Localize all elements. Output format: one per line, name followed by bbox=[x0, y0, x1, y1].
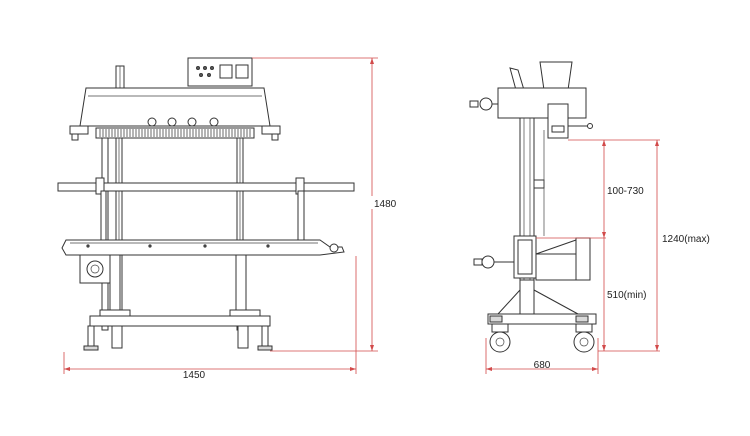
min-height-label: 510(min) bbox=[607, 290, 646, 301]
bracket-right bbox=[261, 125, 281, 135]
temperature-knob bbox=[187, 117, 197, 127]
tilt-arm bbox=[509, 67, 525, 91]
conveyor-belt bbox=[61, 239, 345, 256]
side-head bbox=[497, 87, 587, 119]
foot-pad-left bbox=[83, 345, 99, 351]
front-view bbox=[57, 57, 355, 351]
front-height-label: 1480 bbox=[374, 199, 397, 210]
motor-end-cap bbox=[575, 237, 591, 281]
handwheel-bottom bbox=[481, 255, 495, 269]
control-knob bbox=[206, 73, 211, 78]
hopper bbox=[539, 61, 573, 91]
control-knob bbox=[198, 73, 203, 78]
foot-pad-right bbox=[257, 345, 273, 351]
conveyor-support bbox=[297, 190, 305, 244]
rail-clamp-left bbox=[95, 177, 105, 195]
side-base bbox=[487, 313, 597, 325]
temperature-knob bbox=[147, 117, 157, 127]
side-dimensions bbox=[485, 139, 716, 374]
side-bracket-plate bbox=[551, 125, 565, 133]
caster-right bbox=[237, 325, 249, 349]
cooling-fins bbox=[99, 129, 251, 137]
temperature-knob bbox=[167, 117, 177, 127]
display-window-left bbox=[219, 64, 233, 79]
side-width-label: 680 bbox=[534, 360, 551, 371]
base-frame bbox=[89, 315, 271, 327]
side-bracket bbox=[547, 103, 569, 139]
bracket-foot-left bbox=[71, 133, 79, 141]
lower-column-left bbox=[109, 254, 121, 316]
display-window-right bbox=[235, 64, 249, 79]
handwheel-handle bbox=[469, 100, 479, 108]
bracket-foot-right bbox=[271, 133, 279, 141]
lower-column-right bbox=[235, 254, 247, 316]
conveyor-support bbox=[100, 190, 107, 244]
leveling-foot-right bbox=[261, 325, 269, 347]
caster-left bbox=[111, 325, 123, 349]
side-view bbox=[469, 61, 597, 353]
front-dimensions bbox=[63, 57, 399, 374]
caster-wheel-left bbox=[489, 331, 511, 353]
motor-cover bbox=[86, 260, 104, 278]
adjust-range-label: 100-730 bbox=[607, 186, 644, 197]
conveyor-roller bbox=[329, 243, 339, 253]
control-knob bbox=[202, 66, 207, 71]
temperature-knob bbox=[209, 117, 219, 127]
side-lower-column bbox=[519, 279, 535, 315]
control-knob bbox=[209, 66, 214, 71]
guide-rail bbox=[57, 182, 355, 192]
bracket-left bbox=[69, 125, 89, 135]
leveling-foot-left bbox=[87, 325, 95, 347]
base-block-left bbox=[99, 309, 131, 317]
base-block-right bbox=[229, 309, 261, 317]
control-knob bbox=[195, 66, 200, 71]
handwheel-top bbox=[479, 97, 493, 111]
max-height-label: 1240(max) bbox=[662, 234, 710, 245]
front-width-label: 1450 bbox=[183, 370, 206, 381]
rail-clamp-side bbox=[533, 179, 545, 189]
caster-wheel-right bbox=[573, 331, 595, 353]
